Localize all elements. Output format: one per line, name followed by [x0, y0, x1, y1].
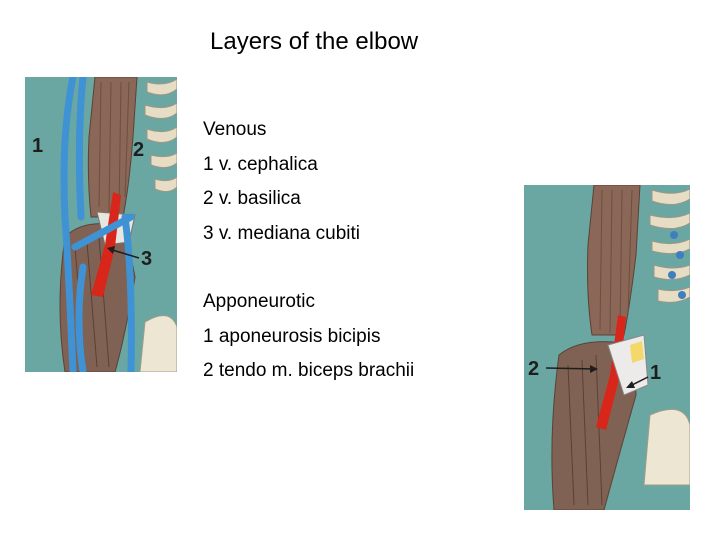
illus-right-label-1: 1 [650, 362, 661, 384]
elbow-veins-drawing: 1 2 3 [32, 77, 177, 372]
illus-left-label-2: 2 [133, 139, 144, 161]
illus-left-label-3: 3 [141, 248, 152, 270]
aponeurotic-section: Apponeurotic 1 aponeurosis bicipis 2 ten… [203, 285, 414, 389]
aponeurotic-item-tendo: 2 tendo m. biceps brachii [203, 360, 415, 381]
illus-right-label-2: 2 [528, 358, 539, 380]
venous-section: Venous 1 v. cephalica 2 v. basilica 3 v.… [203, 113, 360, 251]
elbow-veins-illustration: 1 2 3 [25, 77, 177, 372]
illus-left-label-1: 1 [32, 135, 43, 157]
aponeurotic-item-bicipis: 1 aponeurosis bicipis [203, 325, 381, 347]
venous-item-mediana-cubiti: 3 v. mediana cubiti [203, 222, 361, 244]
elbow-aponeurosis-drawing: 2 1 [528, 185, 690, 510]
venous-item-basilica: 2 v. basilica [203, 188, 301, 209]
venous-heading: Venous [203, 119, 267, 140]
elbow-aponeurosis-illustration: 2 1 [524, 185, 690, 510]
venous-item-cephalica: 1 v. cephalica [203, 153, 318, 175]
aponeurotic-heading: Apponeurotic [203, 291, 315, 312]
slide-title: Layers of the elbow [210, 28, 419, 55]
